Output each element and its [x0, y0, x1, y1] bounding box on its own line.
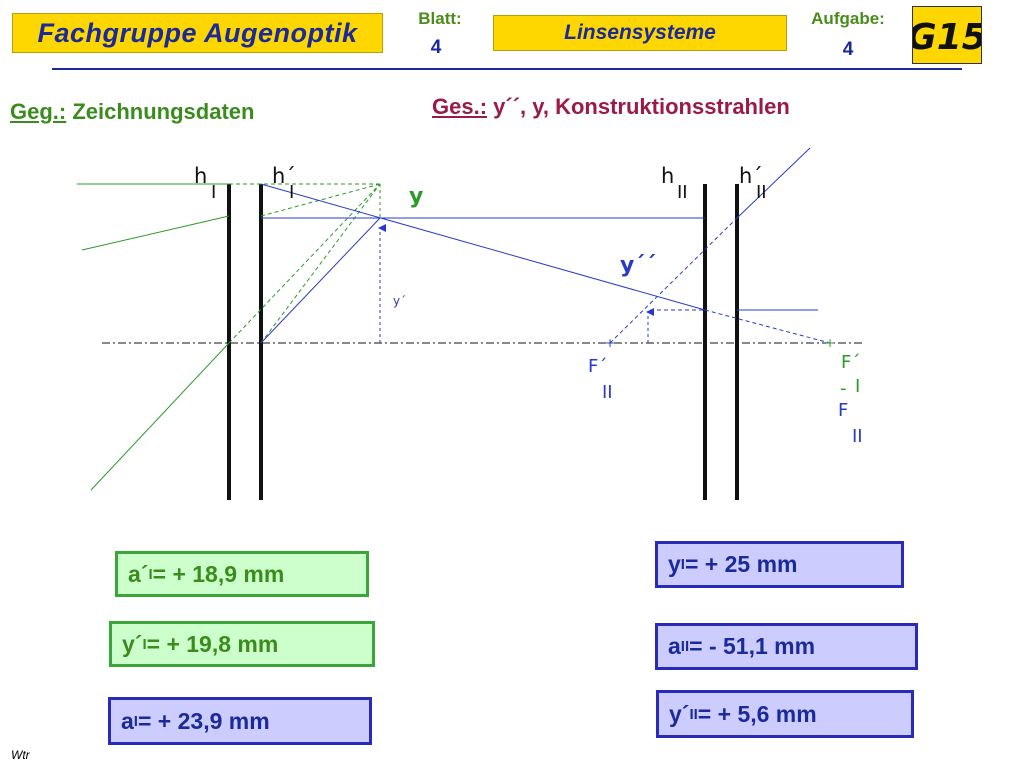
- f2-label: F: [838, 400, 848, 421]
- f1p-label: F´: [841, 352, 860, 373]
- header-divider: [52, 68, 962, 70]
- given-label: Geg.:: [10, 99, 67, 124]
- sought-line: Ges.: y´´, y, Konstruktionsstrahlen: [432, 94, 790, 120]
- h2-sub: II: [677, 182, 688, 203]
- blatt-value: 4: [430, 37, 442, 58]
- topic-title: Linsensysteme: [493, 15, 787, 51]
- yp-label: y´: [393, 294, 406, 308]
- h2-label: h: [661, 164, 674, 188]
- given-line: Geg.: Zeichnungsdaten: [10, 99, 254, 125]
- ypp-label: y´´: [620, 253, 656, 278]
- header-title: Fachgruppe Augenoptik: [12, 13, 383, 53]
- logo-text: G15: [913, 17, 981, 58]
- aufgabe-value: 4: [842, 39, 854, 60]
- aufgabe-label: Aufgabe:: [811, 9, 885, 28]
- y-label: y: [409, 184, 423, 209]
- result-y2-prime: y´II = + 5,6 mm: [656, 690, 914, 738]
- given-text: Zeichnungsdaten: [66, 99, 255, 124]
- sought-label: Ges.:: [432, 94, 488, 119]
- blatt-label: Blatt:: [418, 9, 462, 28]
- h1-sub: I: [211, 182, 216, 203]
- h1p-sub: I: [289, 182, 294, 203]
- blue-rays: [260, 147, 831, 344]
- h2p-label: h´: [739, 164, 763, 188]
- f2-sub: II: [852, 426, 863, 447]
- author-initials: Wtr: [11, 748, 30, 762]
- h2p-sub: II: [756, 182, 767, 203]
- g15-logo: G15: [907, 6, 987, 64]
- result-a1-prime: a´I = + 18,9 mm: [115, 551, 369, 597]
- f1p-sub: I: [855, 376, 860, 397]
- f-dash: -: [840, 378, 847, 399]
- f2p-label: F´: [588, 356, 607, 377]
- result-y1-prime: y´I = + 19,8 mm: [109, 621, 375, 667]
- f1p-marker: +: [825, 336, 835, 350]
- h1-label: h: [194, 164, 207, 188]
- h1p-label: h´: [272, 164, 296, 188]
- f2p-sub: II: [602, 382, 613, 403]
- f2p-marker: +: [605, 336, 615, 350]
- sought-text: y´´, y, Konstruktionsstrahlen: [487, 94, 790, 119]
